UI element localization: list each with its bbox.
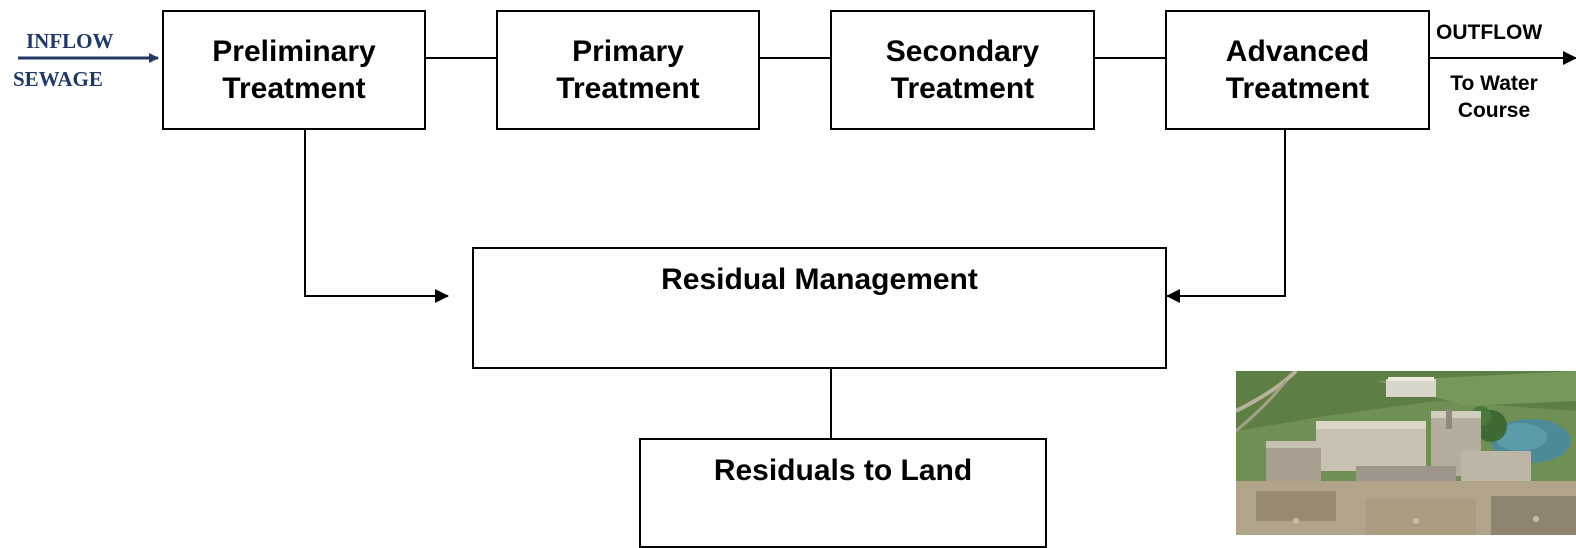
inflow-label: INFLOW (26, 29, 114, 53)
preliminary-subtitle: Treatment (222, 72, 366, 105)
inflow-label-line2: SEWAGE (13, 67, 103, 91)
secondary-subtitle: Treatment (890, 72, 1035, 105)
outflow-sub-line2: Course (1457, 99, 1531, 122)
treatment-plant-photo (1236, 371, 1576, 535)
residual-management-box: Residual Management (472, 247, 1167, 369)
connector-prelim-to-residual (304, 129, 449, 303)
residuals-to-land-label: Residuals to Land (713, 454, 973, 487)
primary-subtitle: Treatment (556, 72, 700, 105)
connector-advanced-to-residual (1166, 129, 1286, 303)
residual-management-label: Residual Management (661, 263, 978, 296)
advanced-subtitle: Treatment (1225, 72, 1370, 105)
secondary-treatment-box: Secondary Treatment (830, 10, 1095, 130)
inflow-label-line1: INFLOW (26, 29, 114, 53)
outflow-destination: To Water Course (1434, 70, 1554, 124)
outflow-sub-line1: To Water (1450, 72, 1538, 95)
advanced-title: Advanced (1225, 35, 1370, 68)
connector-layer (18, 51, 1576, 439)
process-flow-diagram: INFLOW SEWAGE Preliminary Treatment Prim… (13, 10, 1576, 548)
preliminary-title: Preliminary (212, 35, 376, 68)
primary-title: Primary (572, 35, 684, 68)
primary-treatment-box: Primary Treatment (496, 10, 760, 130)
advanced-treatment-box: Advanced Treatment (1165, 10, 1430, 130)
outflow-label: OUTFLOW (1436, 21, 1543, 44)
residuals-to-land-box: Residuals to Land (639, 438, 1047, 548)
secondary-title: Secondary (885, 35, 1040, 68)
sewage-label: SEWAGE (13, 67, 103, 91)
preliminary-treatment-box: Preliminary Treatment (162, 10, 426, 130)
